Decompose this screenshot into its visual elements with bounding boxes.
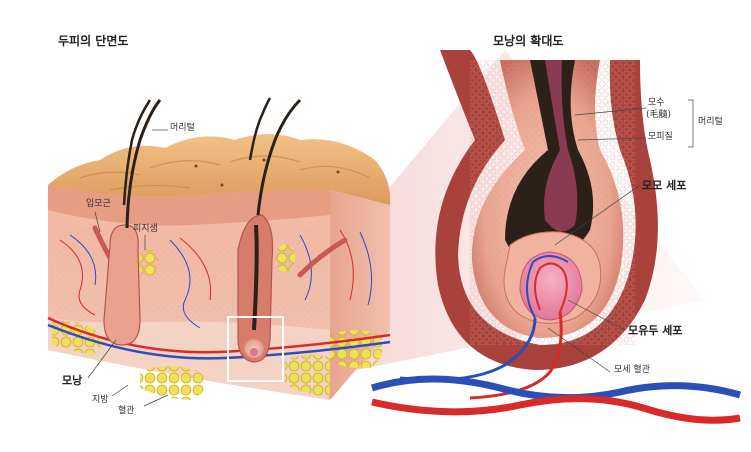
label-cortex: 모피질	[648, 132, 673, 142]
label-fat: 지방	[92, 395, 109, 405]
label-papilla-cells: 모유두 세포	[628, 324, 683, 337]
label-vessel: 혈관	[118, 406, 135, 416]
vein-large	[370, 375, 741, 402]
label-matrix-cells: 모모 세포	[642, 179, 687, 192]
label-follicle: 모낭	[62, 374, 83, 387]
label-medulla: 모수	[648, 98, 665, 108]
right-title: 모낭의 확대도	[493, 34, 564, 48]
label-capillary: 모세 혈관	[614, 365, 650, 375]
label-medulla-hanja: (毛髓)	[646, 110, 672, 120]
artery-large	[371, 395, 741, 424]
magnify-box	[227, 316, 284, 382]
label-hair-right: 머리털	[698, 117, 723, 127]
left-title: 두피의 단면도	[58, 34, 129, 48]
follicle-enlarged	[399, 50, 658, 400]
label-hair: 머리털	[170, 123, 195, 133]
scalp-block	[47, 97, 391, 400]
label-sebaceous-gland: 피지샘	[133, 224, 158, 234]
label-arrector-muscle: 입모근	[86, 199, 111, 209]
